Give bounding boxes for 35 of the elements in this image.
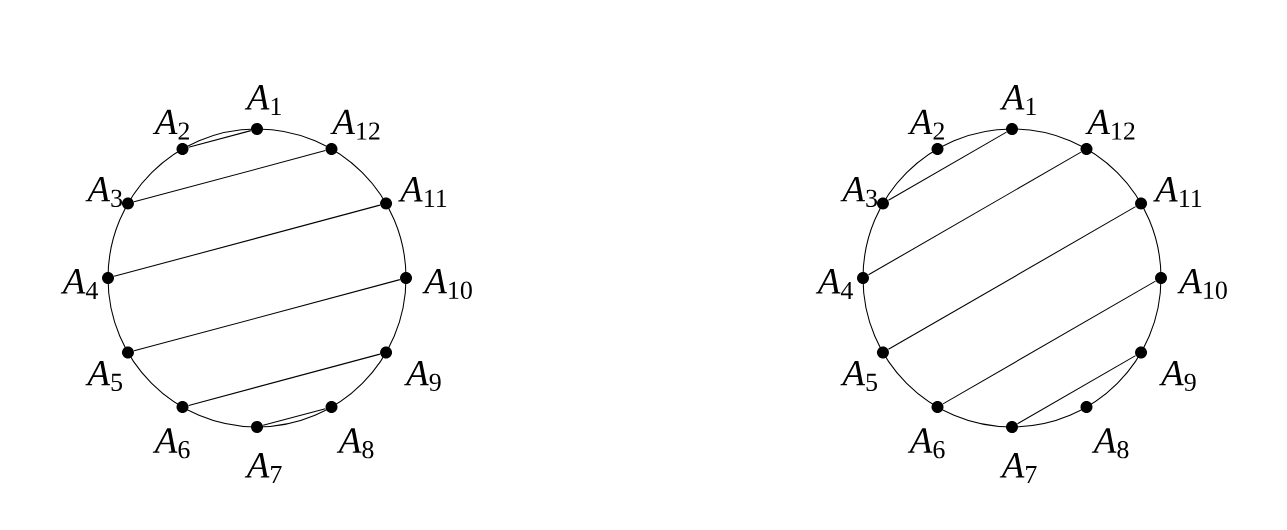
point-label: A$_{11}$ [1153,177,1202,207]
point-label: A$_{9}$ [1159,360,1196,391]
chord [133,150,326,203]
chord [188,130,252,148]
point-label: A$_{10}$ [422,268,472,299]
chord [113,204,381,277]
point-label: A$_{6}$ [152,428,190,459]
chord [867,151,1082,276]
chord [887,131,1008,201]
point-label: A$_{4}$ [815,269,853,299]
point-label: A$_{12}$ [1085,109,1135,140]
point-label: A$_{11}$ [398,177,447,207]
point-label: A$_{8}$ [1091,428,1129,459]
chord [1017,355,1137,425]
point-label: A$_{7}$ [999,453,1037,483]
point-label: A$_{7}$ [244,453,282,483]
point-label: A$_{10}$ [1177,268,1227,299]
point-label: A$_{5}$ [840,360,877,391]
point-label: A$_{1}$ [999,85,1036,115]
point-label: A$_{12}$ [330,109,380,140]
chord [887,206,1137,350]
point-label: A$_{3}$ [840,176,877,207]
chord [188,353,381,406]
point-label: A$_{2}$ [907,109,944,140]
point-label: A$_{2}$ [152,109,189,140]
point-label: A$_{8}$ [336,428,374,459]
chord [942,280,1157,405]
point-label: A$_{9}$ [404,360,441,391]
chord [262,408,326,426]
point-label: A$_{1}$ [244,85,281,115]
point-label: A$_{4}$ [60,269,98,299]
point-label: A$_{5}$ [85,360,122,391]
point-label: A$_{6}$ [907,428,945,459]
chord [133,279,401,352]
point-label: A$_{3}$ [85,176,122,207]
